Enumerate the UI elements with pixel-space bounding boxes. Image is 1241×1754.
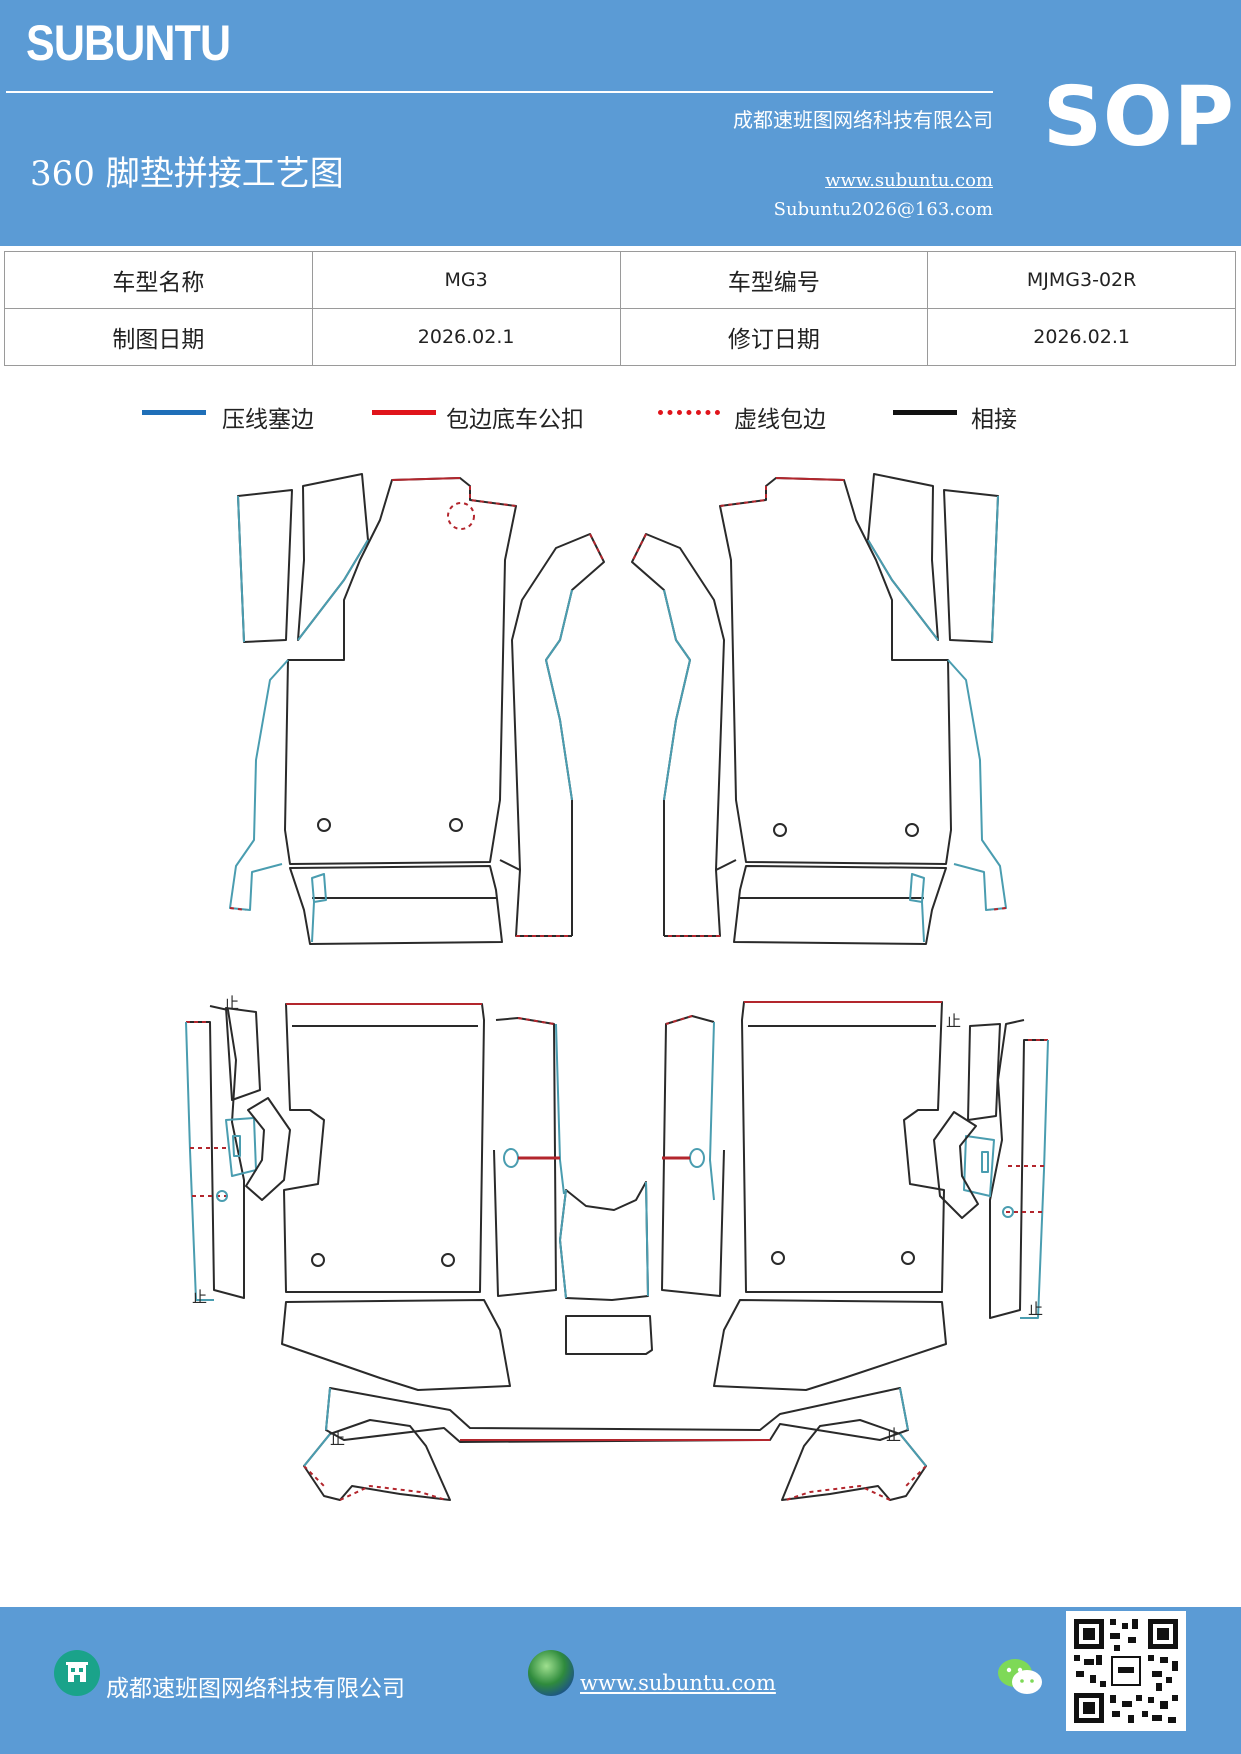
stop-mark: 止 xyxy=(1028,1300,1043,1318)
header-banner: SUBUNTU 成都速班图网络科技有限公司 360 脚垫拼接工艺图 www.su… xyxy=(0,0,1241,246)
wechat-icon[interactable] xyxy=(996,1655,1044,1699)
legend-swatch xyxy=(658,410,720,415)
floor-mat-pattern-drawing: 止 止 止 止 止 止 xyxy=(185,473,1049,1501)
brand-logo: SUBUNTU xyxy=(26,15,231,71)
footer-company-name: 成都速班图网络科技有限公司 xyxy=(106,1676,405,1702)
legend-label: 压线塞边 xyxy=(222,407,314,433)
model-code-value: MJMG3-02R xyxy=(927,251,1236,309)
table-row: 制图日期 2026.02.1 修订日期 2026.02.1 xyxy=(4,308,1236,366)
draw-date-label: 制图日期 xyxy=(4,308,313,366)
qr-code[interactable] xyxy=(1066,1611,1186,1731)
legend-label: 相接 xyxy=(971,407,1017,433)
legend-swatch xyxy=(372,410,436,415)
stop-mark: 止 xyxy=(946,1012,961,1030)
header-divider xyxy=(6,91,993,93)
stop-mark: 止 xyxy=(224,994,239,1012)
legend-swatch xyxy=(142,410,206,415)
globe-icon xyxy=(528,1650,574,1696)
document-title: 360 脚垫拼接工艺图 xyxy=(30,154,344,194)
rear-left-mat-group xyxy=(185,1003,565,1391)
stop-mark: 止 xyxy=(330,1430,345,1448)
footer-banner: 成都速班图网络科技有限公司 www.subuntu.com xyxy=(0,1607,1241,1754)
center-tunnel-group xyxy=(559,1181,653,1355)
model-name-label: 车型名称 xyxy=(4,251,313,309)
sop-badge: SOP xyxy=(1043,70,1235,165)
building-icon xyxy=(54,1650,100,1696)
trunk-strip-group xyxy=(303,1387,927,1501)
legend-swatch xyxy=(893,410,957,415)
rear-right-mat-group xyxy=(661,1001,1049,1391)
revise-date-value: 2026.02.1 xyxy=(927,308,1236,366)
model-name-value: MG3 xyxy=(311,251,621,309)
footer-website-link[interactable]: www.subuntu.com xyxy=(580,1671,776,1695)
model-code-label: 车型编号 xyxy=(619,251,929,309)
front-left-mat-group xyxy=(229,473,605,945)
front-right-mat-group xyxy=(631,473,1007,945)
info-table: 车型名称 MG3 车型编号 MJMG3-02R 制图日期 2026.02.1 修… xyxy=(4,251,1236,366)
stop-mark: 止 xyxy=(192,1288,207,1306)
company-name: 成都速班图网络科技有限公司 xyxy=(733,108,993,132)
revise-date-label: 修订日期 xyxy=(619,308,929,366)
legend-label: 包边底车公扣 xyxy=(446,407,584,433)
table-row: 车型名称 MG3 车型编号 MJMG3-02R xyxy=(4,251,1236,309)
stop-mark: 止 xyxy=(886,1426,901,1444)
draw-date-value: 2026.02.1 xyxy=(311,308,621,366)
line-legend: 压线塞边 包边底车公扣 虚线包边 相接 xyxy=(0,398,1241,438)
email-address: Subuntu2026@163.com xyxy=(773,199,993,220)
website-link[interactable]: www.subuntu.com xyxy=(825,170,993,191)
legend-label: 虚线包边 xyxy=(734,407,826,433)
